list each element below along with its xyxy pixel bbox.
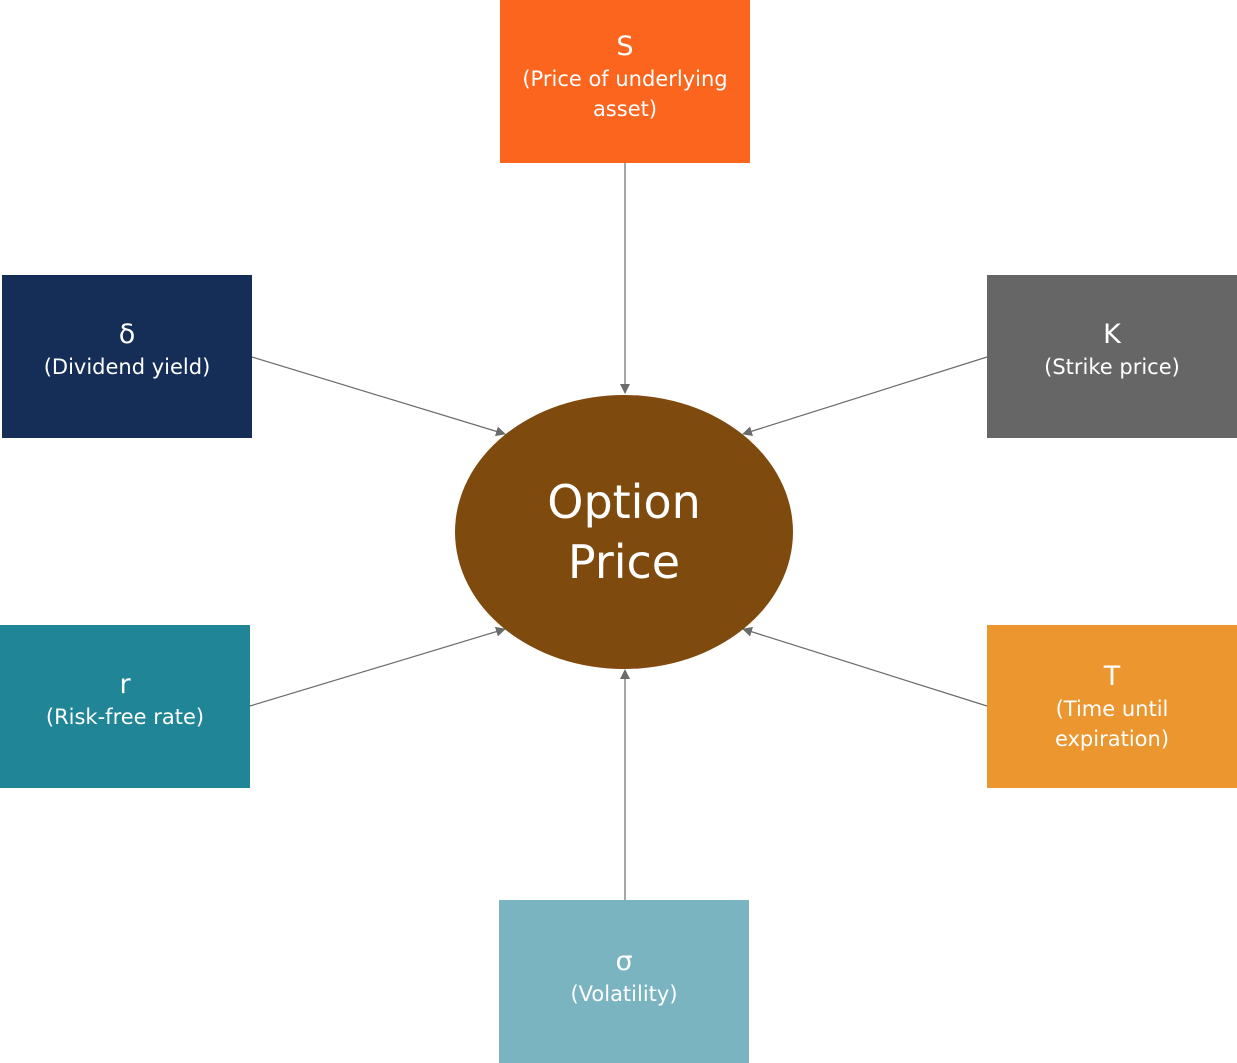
factor-symbol-delta: δ bbox=[118, 318, 136, 350]
arrow-t-to-center bbox=[742, 626, 988, 707]
factor-symbol-sigma: σ bbox=[615, 945, 633, 977]
factor-symbol-t: T bbox=[1103, 660, 1121, 692]
factor-description-t: (Time until expiration) bbox=[1054, 696, 1170, 751]
factor-box-s: S (Price of underlying asset) bbox=[500, 0, 750, 163]
factor-description-delta: (Dividend yield) bbox=[43, 354, 211, 379]
factor-box-t: T (Time until expiration) bbox=[987, 625, 1237, 788]
factor-box-delta: δ (Dividend yield) bbox=[2, 275, 252, 438]
factor-description-sigma: (Volatility) bbox=[570, 981, 678, 1006]
arrow-delta-to-center bbox=[251, 356, 506, 437]
arrow-k-to-center bbox=[742, 356, 988, 437]
factor-symbol-r: r bbox=[119, 668, 131, 700]
arrow-r-to-center bbox=[249, 626, 506, 707]
factor-symbol-k: K bbox=[1103, 318, 1121, 350]
factor-symbol-s: S bbox=[616, 30, 634, 62]
option-price-label: Option Price bbox=[547, 475, 701, 589]
factor-description-k: (Strike price) bbox=[1044, 354, 1180, 379]
factor-box-r: r (Risk-free rate) bbox=[0, 625, 250, 788]
option-price-node: Option Price bbox=[455, 395, 793, 669]
factor-description-r: (Risk-free rate) bbox=[45, 704, 205, 729]
factor-box-sigma: σ (Volatility) bbox=[499, 900, 749, 1063]
factor-box-k: K (Strike price) bbox=[987, 275, 1237, 438]
factor-description-s: (Price of underlying asset) bbox=[522, 66, 728, 121]
